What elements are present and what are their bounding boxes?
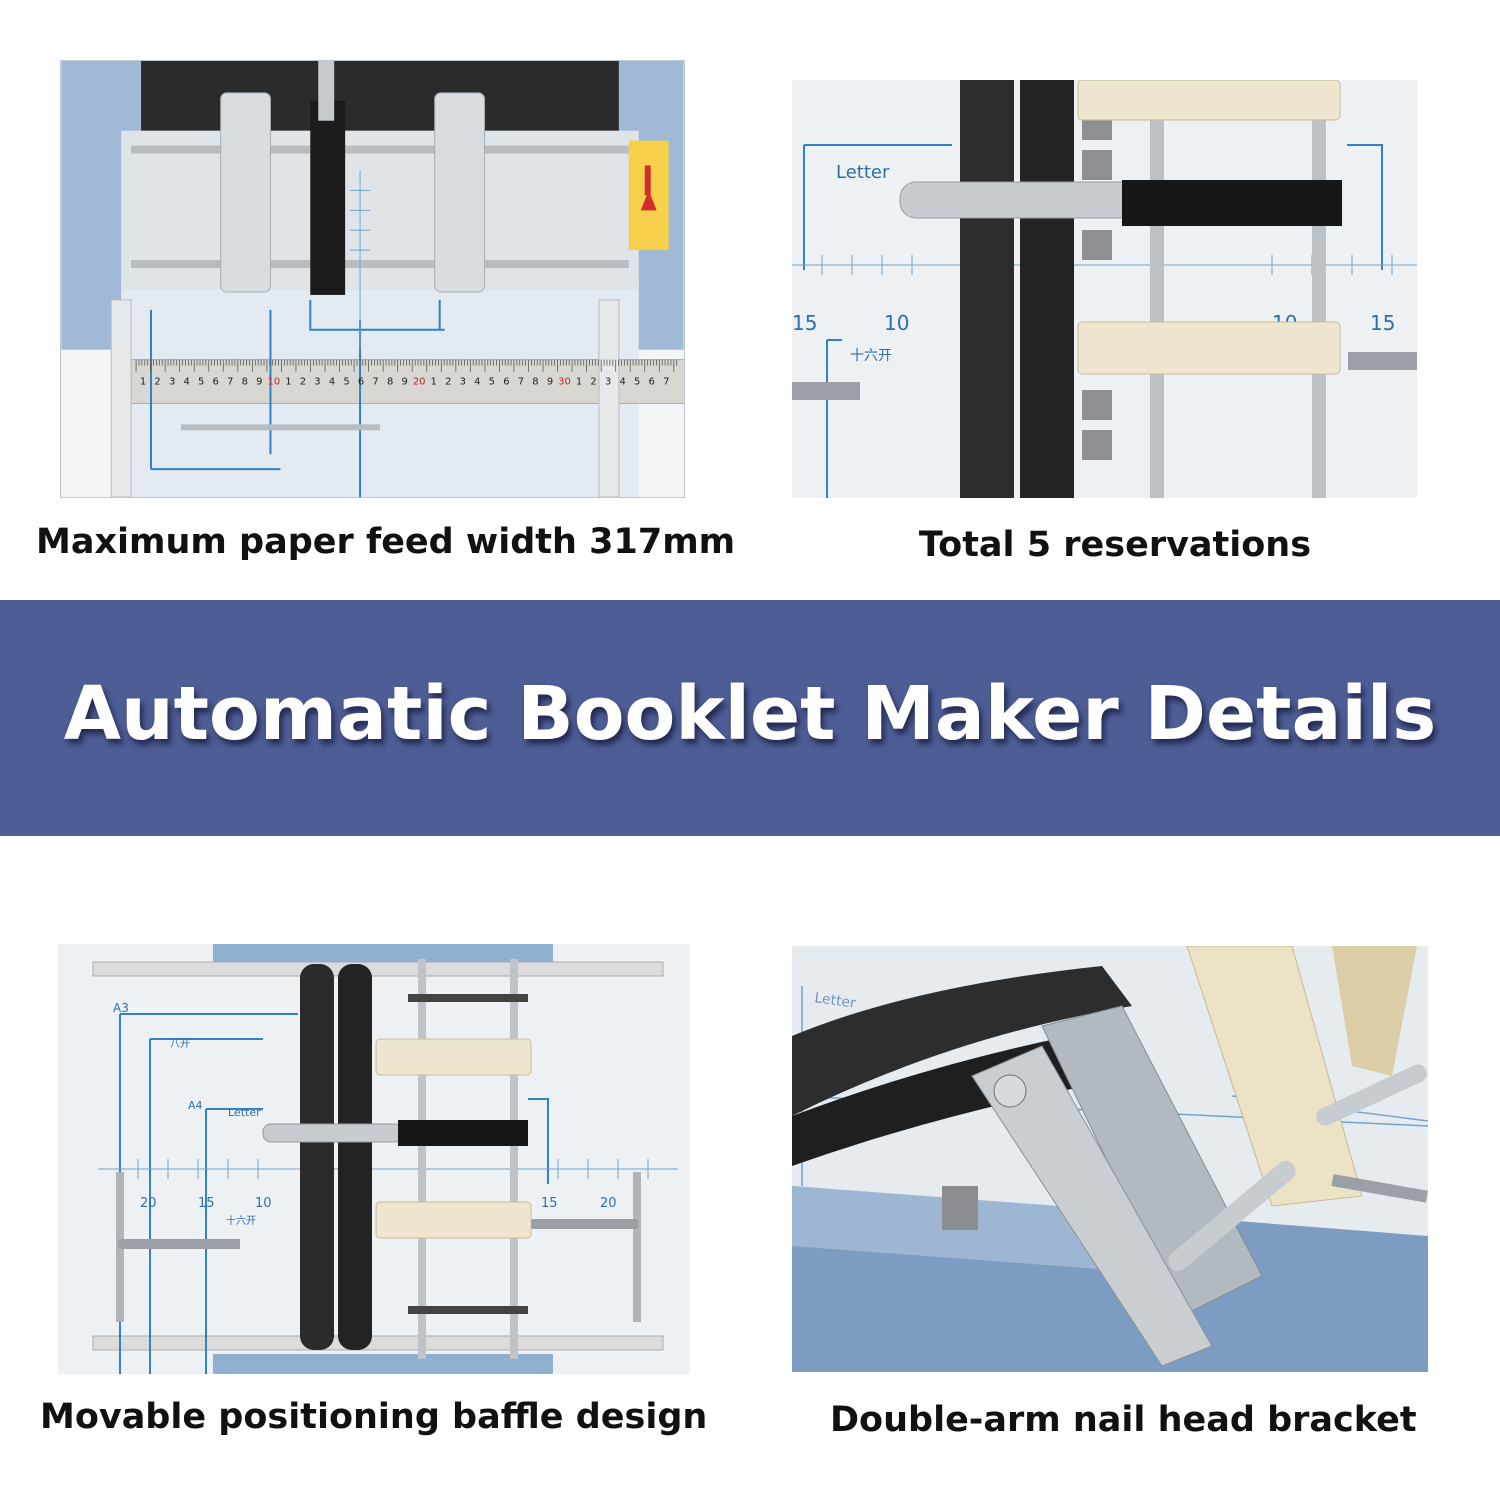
ruler-number: 4 bbox=[183, 377, 189, 388]
ruler-number: 7 bbox=[372, 377, 378, 388]
photo-reservations: Letter 15 10 10 15 十六开 bbox=[792, 80, 1417, 498]
chinese-size-label: 十六开 bbox=[226, 1214, 256, 1227]
ruler-number: 1 bbox=[285, 377, 291, 388]
ruler-number: 1 bbox=[140, 377, 146, 388]
ruler-number: 6 bbox=[649, 377, 655, 388]
ruler-number: 10 bbox=[268, 377, 281, 388]
chinese-size-label: 八开 bbox=[170, 1039, 190, 1050]
ruler-number: 3 bbox=[169, 377, 175, 388]
ruler-number: 3 bbox=[605, 377, 611, 388]
paper-size-label: Letter bbox=[836, 162, 890, 183]
ruler-number: 5 bbox=[343, 377, 349, 388]
ruler-number: 5 bbox=[634, 377, 640, 388]
caption-nail-head-bracket: Double-arm nail head bracket bbox=[830, 1400, 1417, 1440]
ruler-number: 4 bbox=[329, 377, 335, 388]
ruler-number: 7 bbox=[663, 377, 669, 388]
ruler-number: 9 bbox=[401, 377, 407, 388]
ruler-number: 30 bbox=[558, 377, 571, 388]
ruler-number: 2 bbox=[300, 377, 306, 388]
ruler-number: 3 bbox=[460, 377, 466, 388]
ruler-number: 9 bbox=[256, 377, 262, 388]
scale-label: 10 bbox=[884, 311, 909, 335]
ruler-number: 5 bbox=[489, 377, 495, 388]
scale-label: 10 bbox=[255, 1196, 272, 1211]
photo-positioning-baffle: A3 八开 A4 Letter 20 15 10 十六开 15 20 bbox=[58, 944, 690, 1374]
scale-label: 15 bbox=[198, 1196, 215, 1211]
page-title: Automatic Booklet Maker Details bbox=[63, 671, 1437, 757]
ruler-number: 2 bbox=[590, 377, 596, 388]
ruler-number: 7 bbox=[518, 377, 524, 388]
ruler-number: 6 bbox=[503, 377, 509, 388]
title-banner bbox=[0, 600, 1500, 836]
scale-label: 15 bbox=[541, 1196, 558, 1211]
scale-label: 15 bbox=[792, 311, 817, 335]
ruler-number: 3 bbox=[314, 377, 320, 388]
reservations-illustration: Letter 15 10 10 15 十六开 bbox=[792, 80, 1417, 498]
scale-label: 20 bbox=[140, 1196, 157, 1211]
ruler-number: 1 bbox=[431, 377, 437, 388]
ruler-number: 4 bbox=[474, 377, 480, 388]
ruler-number: 6 bbox=[213, 377, 219, 388]
bracket-illustration: Letter bbox=[792, 946, 1428, 1372]
ruler-number: 7 bbox=[227, 377, 233, 388]
paper-size-label: A3 bbox=[113, 1001, 129, 1015]
paper-size-label: A4 bbox=[188, 1099, 203, 1112]
ruler-number: 8 bbox=[387, 377, 393, 388]
chinese-size-label: 十六开 bbox=[850, 348, 892, 364]
caption-paper-feed-width: Maximum paper feed width 317mm bbox=[36, 522, 736, 562]
caption-reservations: Total 5 reservations bbox=[918, 525, 1312, 565]
ruler-number: 1 bbox=[576, 377, 582, 388]
ruler-number: 9 bbox=[547, 377, 553, 388]
ruler-number: 6 bbox=[358, 377, 364, 388]
scale-label: 15 bbox=[1370, 311, 1395, 335]
ruler-number: 2 bbox=[445, 377, 451, 388]
ruler-number: 8 bbox=[242, 377, 248, 388]
photo-nail-head-bracket: Letter bbox=[792, 946, 1428, 1372]
ruler-ticks bbox=[135, 359, 678, 372]
ruler-number: 2 bbox=[154, 377, 160, 388]
paper-size-label: Letter bbox=[228, 1106, 261, 1119]
baffle-illustration: A3 八开 A4 Letter 20 15 10 十六开 15 20 bbox=[58, 944, 690, 1374]
ruler-number: 20 bbox=[413, 377, 426, 388]
paper-size-label: Letter bbox=[813, 990, 857, 1012]
scale-label: 20 bbox=[600, 1196, 617, 1211]
ruler-number: 8 bbox=[532, 377, 538, 388]
caption-positioning-baffle: Movable positioning baffle design bbox=[40, 1397, 708, 1437]
ruler-number: 5 bbox=[198, 377, 204, 388]
ruler-number: 4 bbox=[619, 377, 625, 388]
